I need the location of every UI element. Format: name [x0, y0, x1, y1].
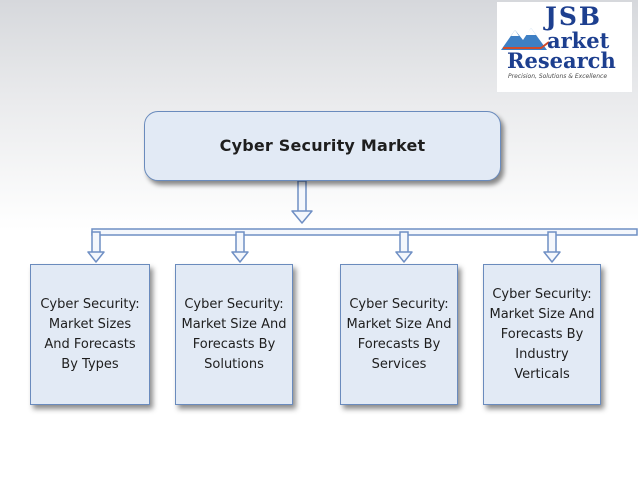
child-arrow-1: [87, 231, 105, 263]
logo-tagline: Precision, Solutions & Excellence: [508, 73, 608, 80]
child-node-label: Cyber Security: Market Sizes And Forecas…: [40, 296, 140, 372]
root-node: Cyber Security Market: [144, 111, 501, 181]
jsb-logo: JSB arket Research Precision, Solutions …: [497, 2, 632, 92]
root-down-arrow: [291, 180, 313, 224]
child-node-label: Cyber Security: Market Size And Forecast…: [489, 286, 595, 382]
child-node-label: Cyber Security: Market Size And Forecast…: [346, 296, 452, 372]
child-arrow-2: [231, 231, 249, 263]
child-node-solutions: Cyber Security: Market Size And Forecast…: [175, 264, 293, 405]
logo-line-3: Research: [507, 48, 616, 73]
child-arrow-3: [395, 231, 413, 263]
child-node-types: Cyber Security: Market Sizes And Forecas…: [30, 264, 150, 405]
root-node-label: Cyber Security Market: [219, 136, 426, 155]
logo-line-2: arket: [547, 28, 610, 53]
child-arrow-4: [543, 231, 561, 263]
child-node-services: Cyber Security: Market Size And Forecast…: [340, 264, 458, 405]
logo-line-1: JSB: [545, 2, 603, 31]
child-node-industry-verticals: Cyber Security: Market Size And Forecast…: [483, 264, 601, 405]
mountain-logo-icon: [501, 28, 550, 50]
child-node-label: Cyber Security: Market Size And Forecast…: [181, 296, 287, 372]
